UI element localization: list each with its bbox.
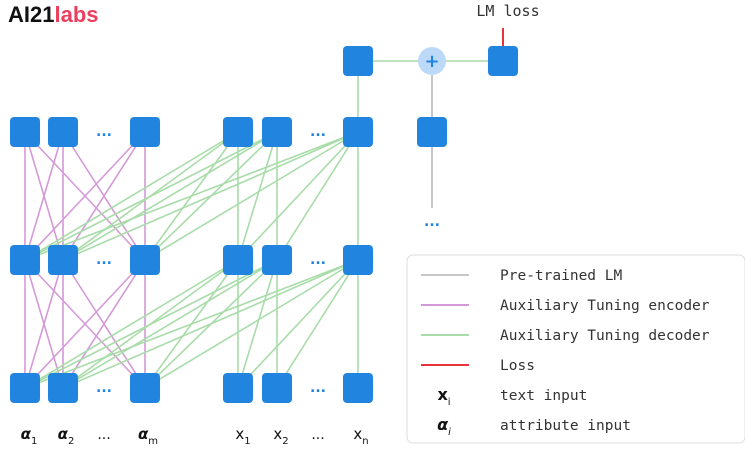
- legend-items: Pre-trained LM Auxiliary Tuning encoderAu…: [421, 268, 710, 438]
- decoder-edge: [237, 259, 359, 389]
- sum-node-circle: [418, 47, 446, 75]
- text-ellipsis: ...: [310, 252, 326, 268]
- encoder-edge: [24, 259, 64, 389]
- text-node: [223, 245, 253, 275]
- alpha-node: [48, 117, 78, 147]
- alpha-node: [48, 373, 78, 403]
- decoder-edges: [24, 60, 503, 389]
- alpha-m-label: αm: [138, 425, 158, 447]
- alpha-node: [10, 245, 40, 275]
- decoder-edge: [24, 259, 239, 389]
- decoder-edge: [276, 259, 359, 389]
- logo-suffix: labs: [54, 2, 98, 27]
- svg-text:AI21labs: AI21labs: [8, 2, 99, 27]
- decoder-output-node: [343, 46, 373, 76]
- decoder-edge: [24, 259, 359, 389]
- legend-item: Auxiliary Tuning decoder: [421, 328, 710, 344]
- decoder-edge: [237, 259, 278, 389]
- encoder-edge: [24, 131, 146, 261]
- plus-symbol: +: [424, 51, 439, 72]
- loss-node: [488, 46, 518, 76]
- text-ellipsis: ...: [310, 124, 326, 140]
- legend-item: Pre-trained LM: [421, 268, 622, 284]
- legend-item: αi attribute input: [437, 415, 631, 438]
- pretrained-lm-node: [417, 117, 447, 147]
- legend-box: [406, 254, 745, 444]
- decoder-edge: [237, 131, 359, 261]
- text-ellipsis: ...: [310, 380, 326, 396]
- network-nodes: [10, 46, 518, 403]
- legend-symbol: xi: [437, 385, 450, 408]
- decoder-edge: [276, 131, 359, 261]
- decoder-edge: [24, 131, 359, 261]
- x-2-label: x2: [273, 425, 288, 447]
- legend-label: Loss: [500, 358, 535, 374]
- legend-item: Auxiliary Tuning encoder: [421, 298, 710, 314]
- legend-item: Loss: [421, 358, 535, 374]
- encoder-edge: [62, 259, 146, 389]
- text-node: [262, 245, 292, 275]
- text-node: [262, 117, 292, 147]
- text-node: [343, 117, 373, 147]
- encoder-edge: [24, 259, 146, 389]
- decoder-edge: [62, 259, 278, 389]
- sum-node: +: [418, 47, 446, 75]
- label-ellipsis: ...: [311, 427, 324, 443]
- alpha-node: [130, 245, 160, 275]
- alpha-node: [130, 117, 160, 147]
- text-node: [262, 373, 292, 403]
- decoder-edge: [144, 259, 359, 389]
- alpha-2-label: α2: [58, 425, 75, 447]
- legend-symbol: αi: [437, 415, 451, 438]
- alpha-node: [10, 117, 40, 147]
- alpha-node: [48, 245, 78, 275]
- encoder-edge: [62, 131, 146, 261]
- ai21-labs-logo: AI21labs: [8, 2, 99, 27]
- x-n-label: xn: [353, 425, 368, 447]
- legend: Pre-trained LM Auxiliary Tuning encoderAu…: [406, 254, 745, 444]
- legend-item: xi text input: [437, 385, 587, 408]
- alpha-1-label: α1: [21, 425, 38, 447]
- text-node: [343, 373, 373, 403]
- input-labels: α1 α2 αm x1 x2 xn......: [21, 425, 369, 447]
- legend-label: attribute input: [500, 418, 631, 434]
- lm-loss-label: LM loss: [476, 2, 539, 20]
- encoder-edges: [24, 131, 146, 389]
- decoder-edge: [62, 131, 359, 261]
- decoder-edge: [237, 131, 278, 261]
- label-ellipsis: ...: [97, 427, 110, 443]
- alpha-ellipsis: ...: [96, 252, 112, 268]
- decoder-edge: [24, 259, 278, 389]
- decoder-edge: [62, 259, 359, 389]
- encoder-edge: [24, 131, 64, 261]
- legend-label: Auxiliary Tuning encoder: [500, 298, 710, 314]
- legend-label: Pre-trained LM: [500, 268, 622, 284]
- decoder-edge: [62, 131, 278, 261]
- ellipsis-marks: .....................: [96, 124, 440, 396]
- text-node: [343, 245, 373, 275]
- decoder-edge: [24, 131, 278, 261]
- x-1-label: x1: [235, 425, 250, 447]
- alpha-node: [10, 373, 40, 403]
- text-node: [223, 117, 253, 147]
- text-node: [223, 373, 253, 403]
- pretrained-ellipsis: ...: [424, 214, 440, 230]
- alpha-ellipsis: ...: [96, 380, 112, 396]
- alpha-ellipsis: ...: [96, 124, 112, 140]
- decoder-edge: [144, 131, 359, 261]
- legend-label: text input: [500, 388, 587, 404]
- legend-label: Auxiliary Tuning decoder: [500, 328, 710, 344]
- decoder-edge: [24, 131, 239, 261]
- alpha-node: [130, 373, 160, 403]
- logo-prefix: AI21: [8, 2, 54, 27]
